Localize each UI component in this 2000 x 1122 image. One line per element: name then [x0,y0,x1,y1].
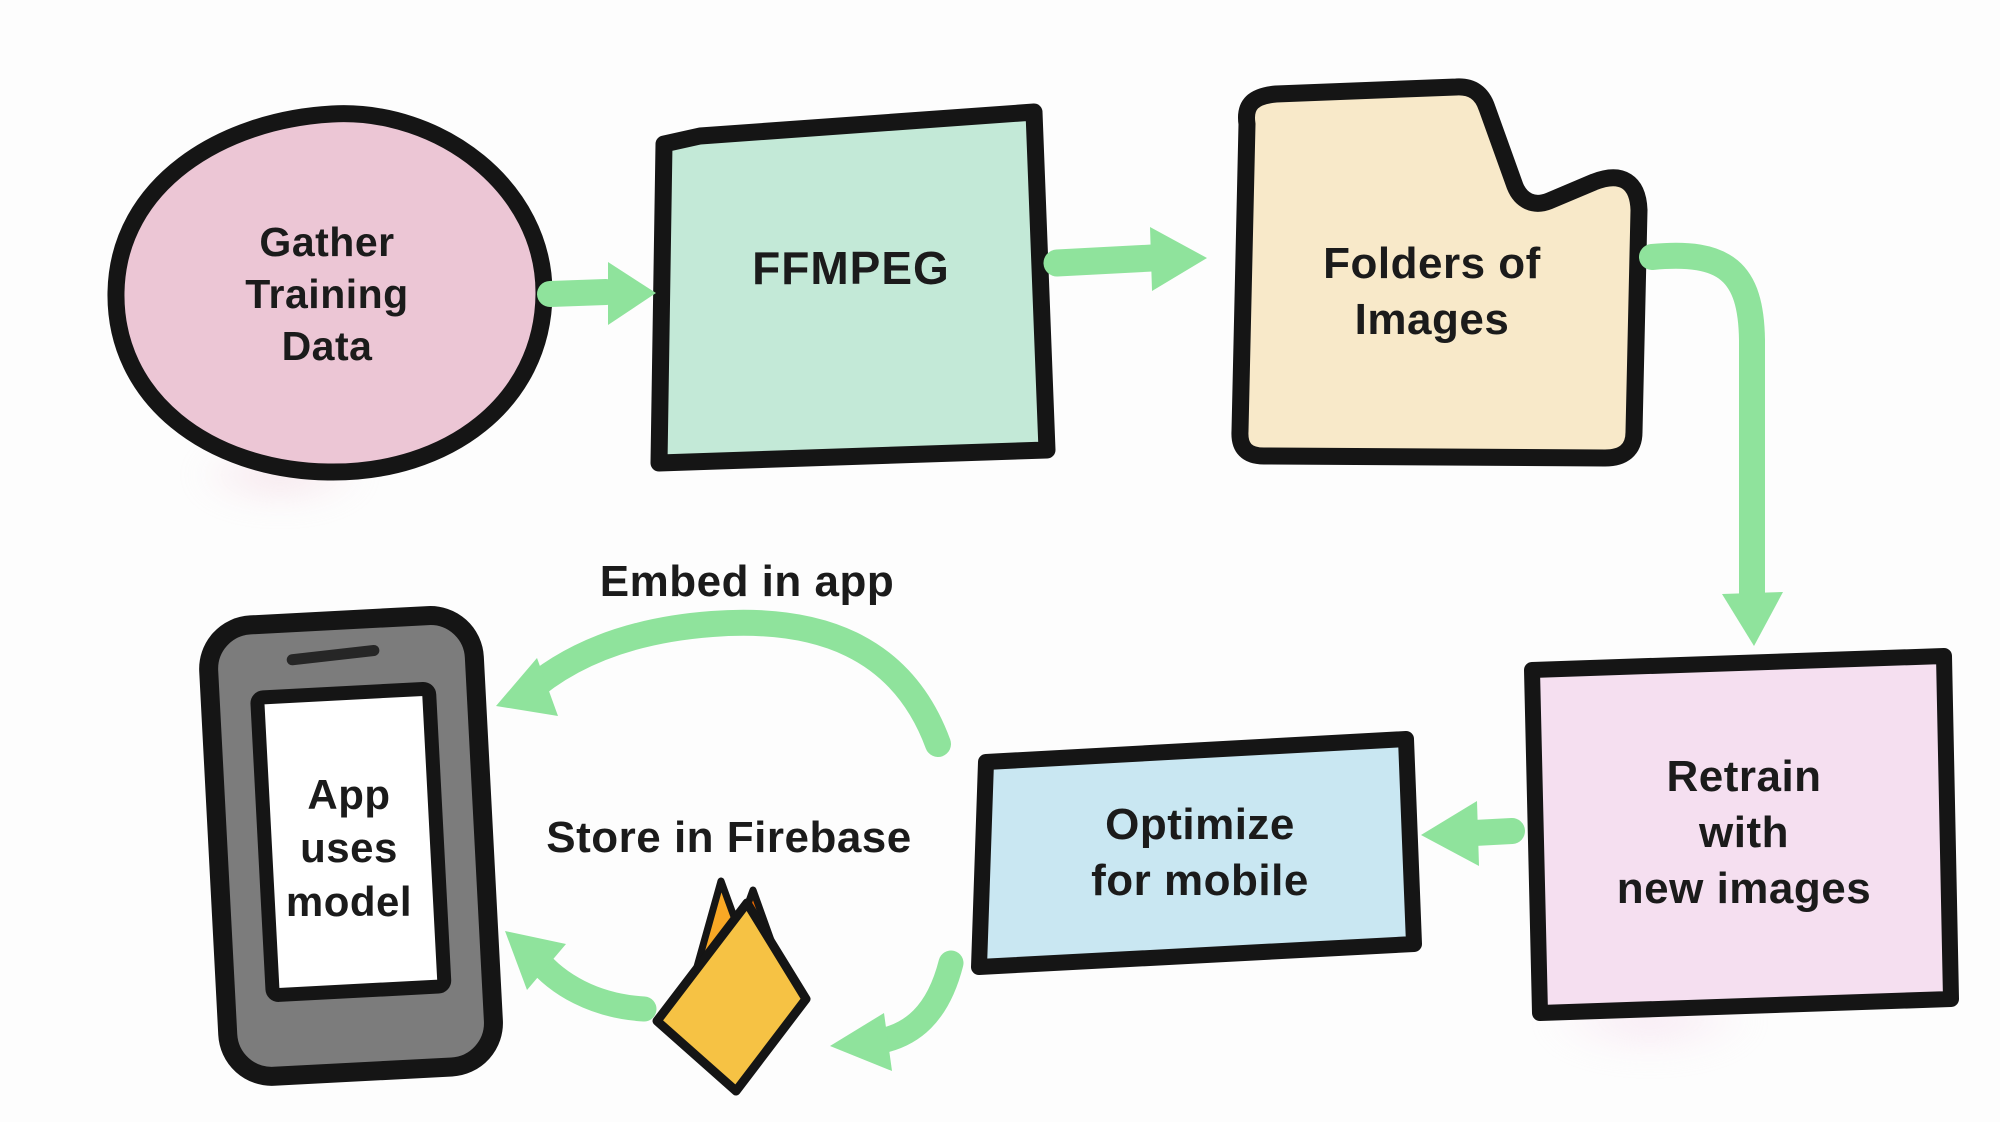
arrowhead-up-left-icon [505,931,566,990]
arrowhead-right-icon [1150,227,1207,291]
label-app-uses-model: App uses model [285,771,413,925]
arrow-shaft [537,279,619,307]
label-gather-training-data: Gather Training Data [245,218,409,370]
node-optimize-for-mobile [971,731,1422,975]
annotation-embed-in-app: Embed in app [599,557,895,607]
arrow-embed-in-app [496,609,951,757]
node-ffmpeg [650,103,1056,472]
phone-speaker-slit [286,644,380,666]
arrow-shaft [523,945,657,1022]
arrow-folders-to-retrain [1639,242,1783,646]
arrow-ffmpeg-to-folders [1043,227,1207,291]
arrowhead-left-icon [830,1013,892,1071]
firebase-kite [652,898,811,1096]
label-folders-of-images: Folders of Images [1323,239,1541,344]
arrow-shaft [1461,818,1525,846]
node-retrain-with-new-images [1524,648,1959,1021]
arrow-shaft [1043,244,1166,277]
label-ffmpeg: FFMPEG [752,241,950,294]
arrow-optimize-to-firebase [830,950,964,1071]
arrow-shaft [510,609,951,757]
arrowhead-down-icon [1722,592,1783,646]
firebase-flame-icon [652,877,811,1096]
smartphone-icon [199,606,503,1086]
phone-screen [250,681,452,1002]
label-optimize-for-mobile: Optimize for mobile [1091,800,1309,905]
annotation-store-in-firebase: Store in Firebase [546,813,912,863]
arrow-retrain-to-optimize [1421,801,1525,866]
node-folders-of-images [1231,78,1648,467]
arrow-shaft [1639,242,1765,611]
label-retrain-with-new-images: Retrain with new images [1616,752,1872,913]
arrowhead-left-icon [1421,801,1479,866]
arrow-shaft [863,950,964,1055]
arrow-gather-to-ffmpeg [537,262,656,325]
node-gather-training-data [107,105,553,481]
arrowhead-left-icon [496,658,558,716]
arrowhead-right-icon [608,262,656,325]
arrow-firebase-to-app [505,931,657,1022]
